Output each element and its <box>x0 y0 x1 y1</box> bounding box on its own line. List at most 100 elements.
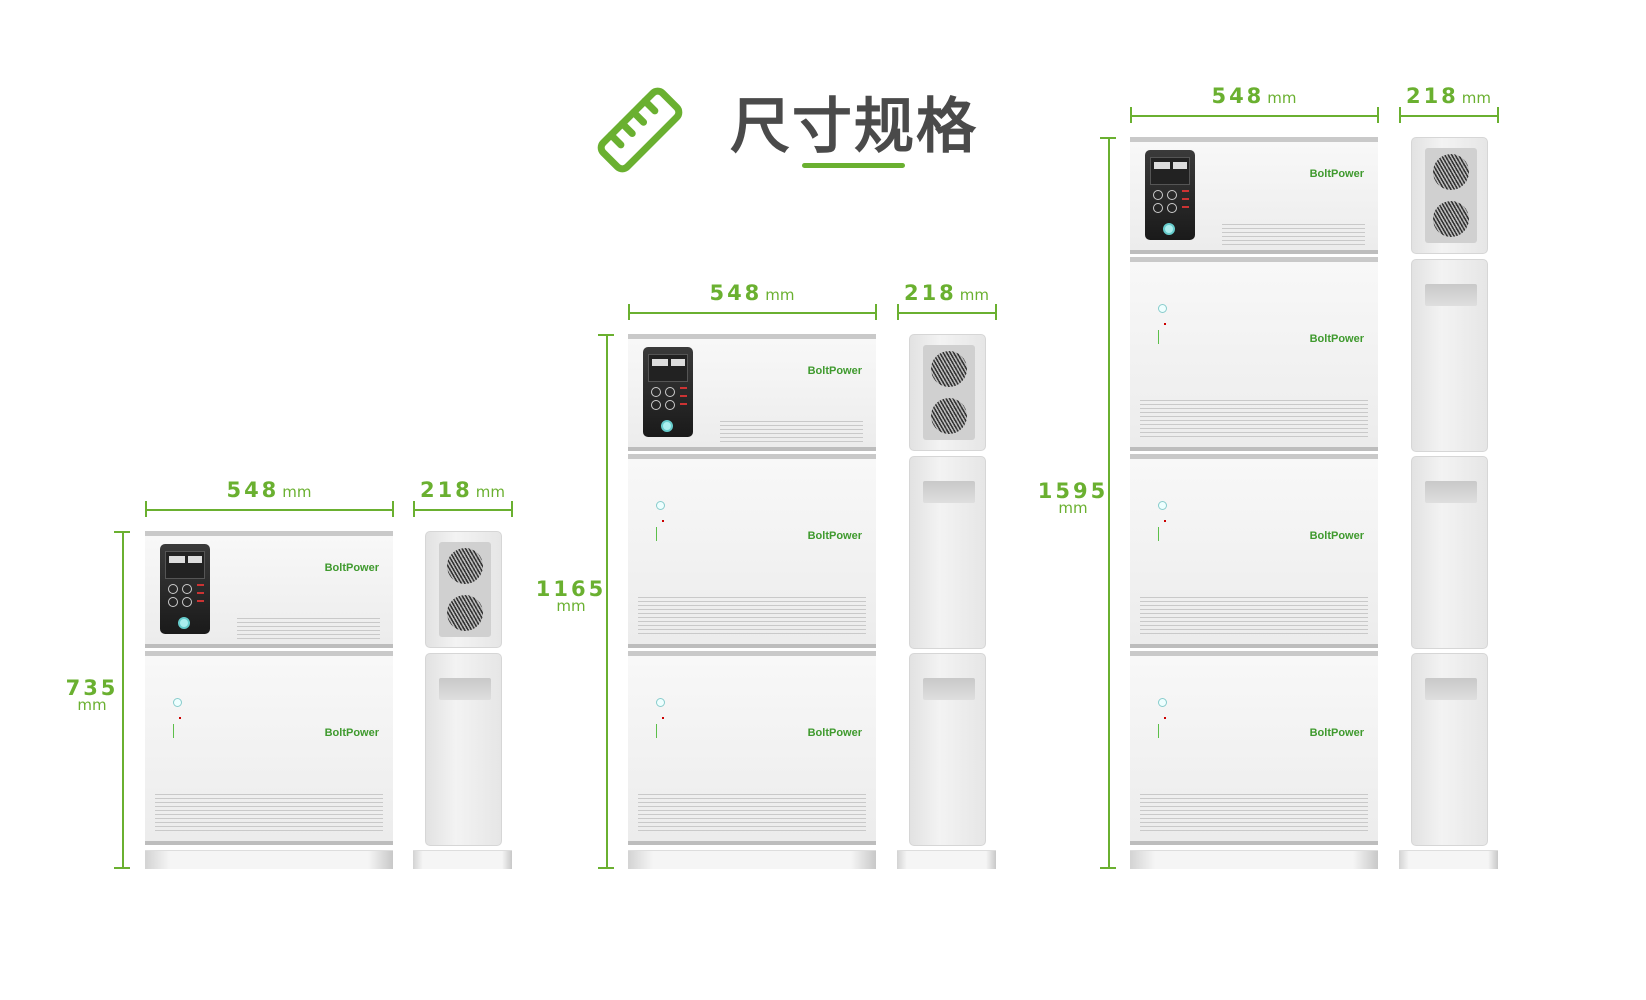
vent-grille <box>638 794 866 834</box>
dimension-tick <box>1100 867 1116 869</box>
battery-level-led <box>1158 330 1159 344</box>
vent-slat <box>1140 404 1368 405</box>
vent-slat <box>1140 428 1368 429</box>
brand-logo: BoltPower <box>324 727 379 739</box>
side-battery-module <box>1411 456 1488 649</box>
battery-power-button-icon <box>173 698 182 707</box>
dimension-tick <box>1377 107 1379 123</box>
vent-slat <box>155 806 383 807</box>
vent-slat <box>155 798 383 799</box>
status-dot <box>179 717 181 719</box>
height-value: 1595 <box>1037 478 1109 503</box>
panel-button <box>168 597 178 607</box>
side-inverter-module <box>909 334 986 451</box>
alarm-indicator <box>197 600 204 602</box>
vent-slat <box>1222 240 1365 241</box>
brand-logo: BoltPower <box>1309 727 1364 739</box>
width-value: 548 <box>1211 84 1265 108</box>
side-inverter-module <box>425 531 502 648</box>
fan-icon <box>931 351 967 387</box>
height-unit: mm <box>77 695 107 714</box>
fan-icon <box>931 398 967 434</box>
lcd-screen <box>648 354 688 382</box>
vent-slat <box>638 633 866 634</box>
vent-slat <box>155 822 383 823</box>
width-value: 548 <box>709 281 763 305</box>
vent-slat <box>720 441 863 442</box>
lcd-screen <box>165 551 205 579</box>
alarm-indicator <box>680 403 687 405</box>
vent-slat <box>1140 629 1368 630</box>
lcd-digits <box>188 556 202 563</box>
fan-housing <box>439 542 491 637</box>
vent-slat <box>1222 244 1365 245</box>
depth-dimension-line <box>1399 115 1498 117</box>
brand-logo: BoltPower <box>1309 333 1364 345</box>
vent-slat <box>1140 601 1368 602</box>
vent-slat <box>638 814 866 815</box>
vent-slat <box>720 437 863 438</box>
handle-slot <box>1425 284 1477 306</box>
vent-slat <box>1140 822 1368 823</box>
alarm-indicator <box>1182 206 1189 208</box>
side-inverter-module <box>1411 137 1488 254</box>
title-underline <box>802 163 905 168</box>
vent-slat <box>638 810 866 811</box>
panel-button <box>665 387 675 397</box>
dimension-tick <box>598 867 614 869</box>
fan-housing <box>923 345 975 440</box>
side-battery-module <box>425 653 502 846</box>
side-battery-module <box>909 653 986 846</box>
lcd-digits <box>652 359 668 366</box>
battery-module: BoltPower <box>1130 257 1378 451</box>
side-base <box>1399 850 1498 869</box>
panel-button <box>182 584 192 594</box>
page-title: 尺寸规格 <box>730 92 978 162</box>
dimension-tick <box>1130 107 1132 123</box>
vent-slat <box>1140 625 1368 626</box>
vent-grille <box>1140 794 1368 834</box>
fan-icon <box>1433 201 1469 237</box>
vent-slat <box>1140 826 1368 827</box>
brand-logo: BoltPower <box>1309 168 1364 180</box>
ruler-icon <box>597 87 683 173</box>
battery-level-led <box>1158 724 1159 738</box>
vent-slat <box>1140 432 1368 433</box>
dimension-tick <box>1100 137 1116 139</box>
fan-icon <box>1433 154 1469 190</box>
vent-slat <box>1140 621 1368 622</box>
inverter-module: BoltPower <box>1130 137 1378 254</box>
height-dimension-line <box>1108 137 1110 868</box>
inverter-module: BoltPower <box>628 334 876 451</box>
height-dimension-line <box>122 531 124 868</box>
panel-button <box>1167 190 1177 200</box>
front-base <box>145 850 393 869</box>
dimension-tick <box>145 501 147 517</box>
panel-button <box>1153 203 1163 213</box>
dimension-tick <box>897 304 899 320</box>
vent-slat <box>638 802 866 803</box>
vent-slat <box>1140 609 1368 610</box>
fan-icon <box>447 595 483 631</box>
dimension-tick <box>995 304 997 320</box>
control-panel <box>1145 150 1195 240</box>
height-value: 1165 <box>535 577 607 601</box>
status-dot <box>1164 323 1166 325</box>
vent-slat <box>1140 605 1368 606</box>
vent-slat <box>237 622 380 623</box>
lcd-screen <box>1150 157 1190 185</box>
vent-slat <box>1140 617 1368 618</box>
vent-slat <box>1140 810 1368 811</box>
vent-slat <box>638 806 866 807</box>
vent-slat <box>638 597 866 598</box>
side-battery-module <box>1411 259 1488 452</box>
vent-slat <box>1222 236 1365 237</box>
brand-logo: BoltPower <box>807 530 862 542</box>
battery-power-button-icon <box>656 501 665 510</box>
fan-housing <box>1425 148 1477 243</box>
